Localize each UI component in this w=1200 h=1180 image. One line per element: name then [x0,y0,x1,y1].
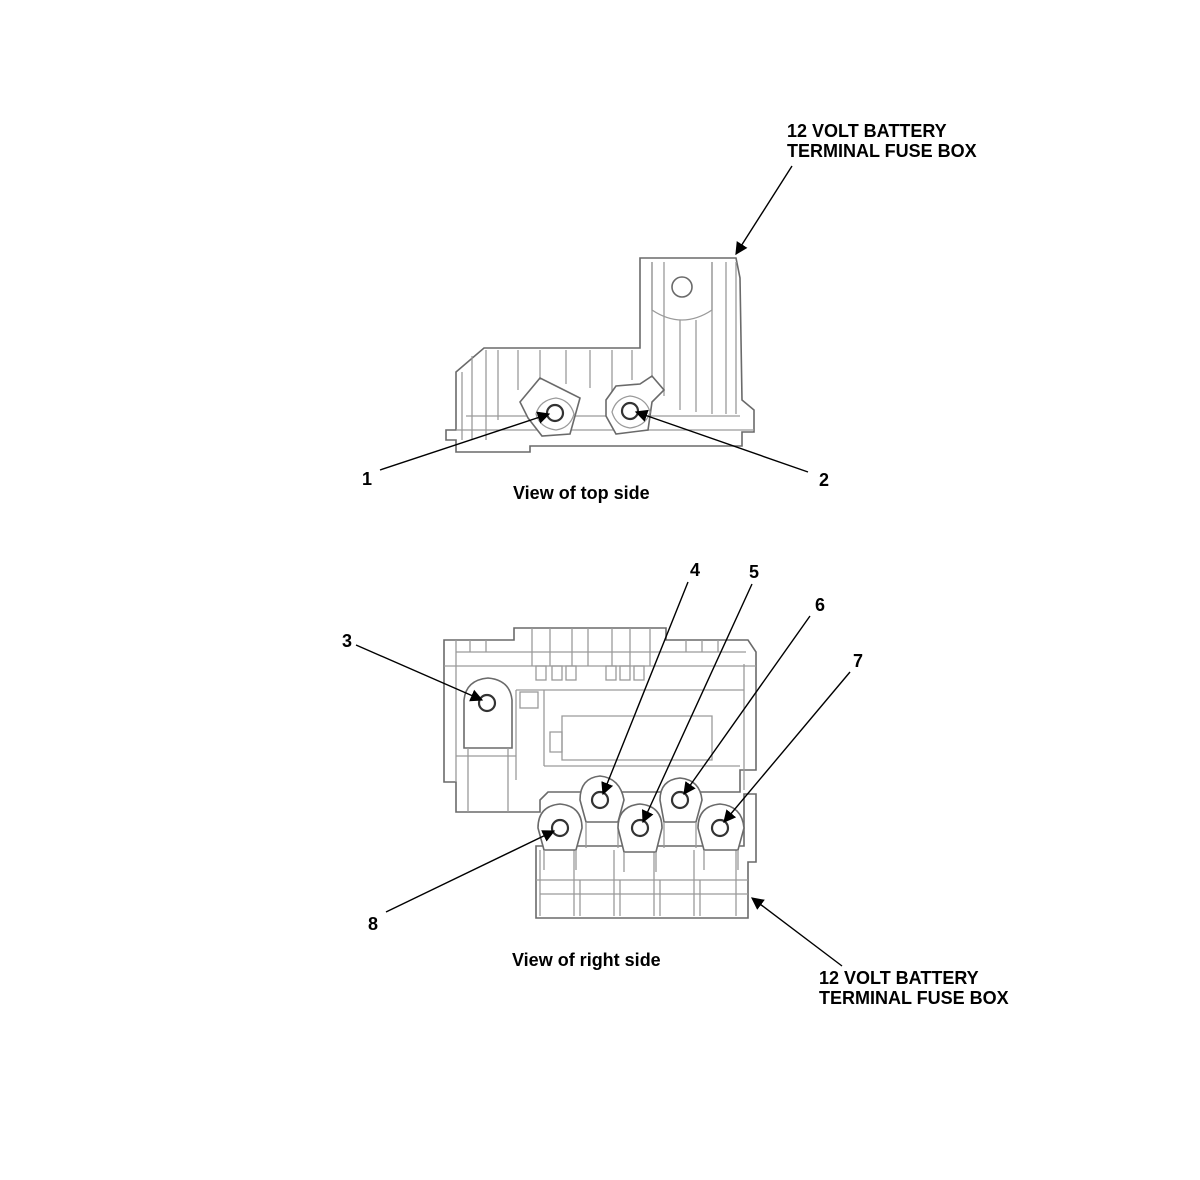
terminal-6-stud [659,777,703,848]
terminal-label-7: 7 [853,651,863,671]
right-fuse-box-callout-line2: TERMINAL FUSE BOX [819,988,1009,1008]
leader-terminal-2 [634,409,809,473]
terminal-label-6: 6 [815,595,825,615]
terminal-2-stud [605,374,666,435]
leader-right-fuse-box [750,897,843,967]
terminal-label-8: 8 [368,914,378,934]
leader-terminal-3 [355,644,484,702]
top-fuse-box-callout-line2: TERMINAL FUSE BOX [787,141,977,161]
top-fuse-box-callout-line1: 12 VOLT BATTERY [787,121,947,141]
terminal-label-1: 1 [362,469,372,489]
terminal-label-5: 5 [749,562,759,582]
right-fuse-box-callout-line1: 12 VOLT BATTERY [819,968,979,988]
leader-lines [355,165,851,967]
right-view-caption: View of right side [512,950,661,970]
top-view-caption: View of top side [513,483,650,503]
terminal-4-stud [579,775,625,848]
terminal-label-4: 4 [690,560,700,580]
terminal-1-stud [519,377,581,437]
right-view-fuse-box [443,627,757,919]
top-view-fuse-box [445,257,755,453]
leader-terminal-7 [723,671,851,823]
leader-terminal-1 [379,411,551,471]
leader-terminal-5 [641,583,753,824]
leader-terminal-6 [683,615,811,796]
terminal-label-2: 2 [819,470,829,490]
terminal-label-3: 3 [342,631,352,651]
leader-top-fuse-box [735,165,793,256]
leader-terminal-8 [385,830,556,913]
leader-terminal-4 [601,581,689,796]
terminal-7-stud [697,803,745,870]
